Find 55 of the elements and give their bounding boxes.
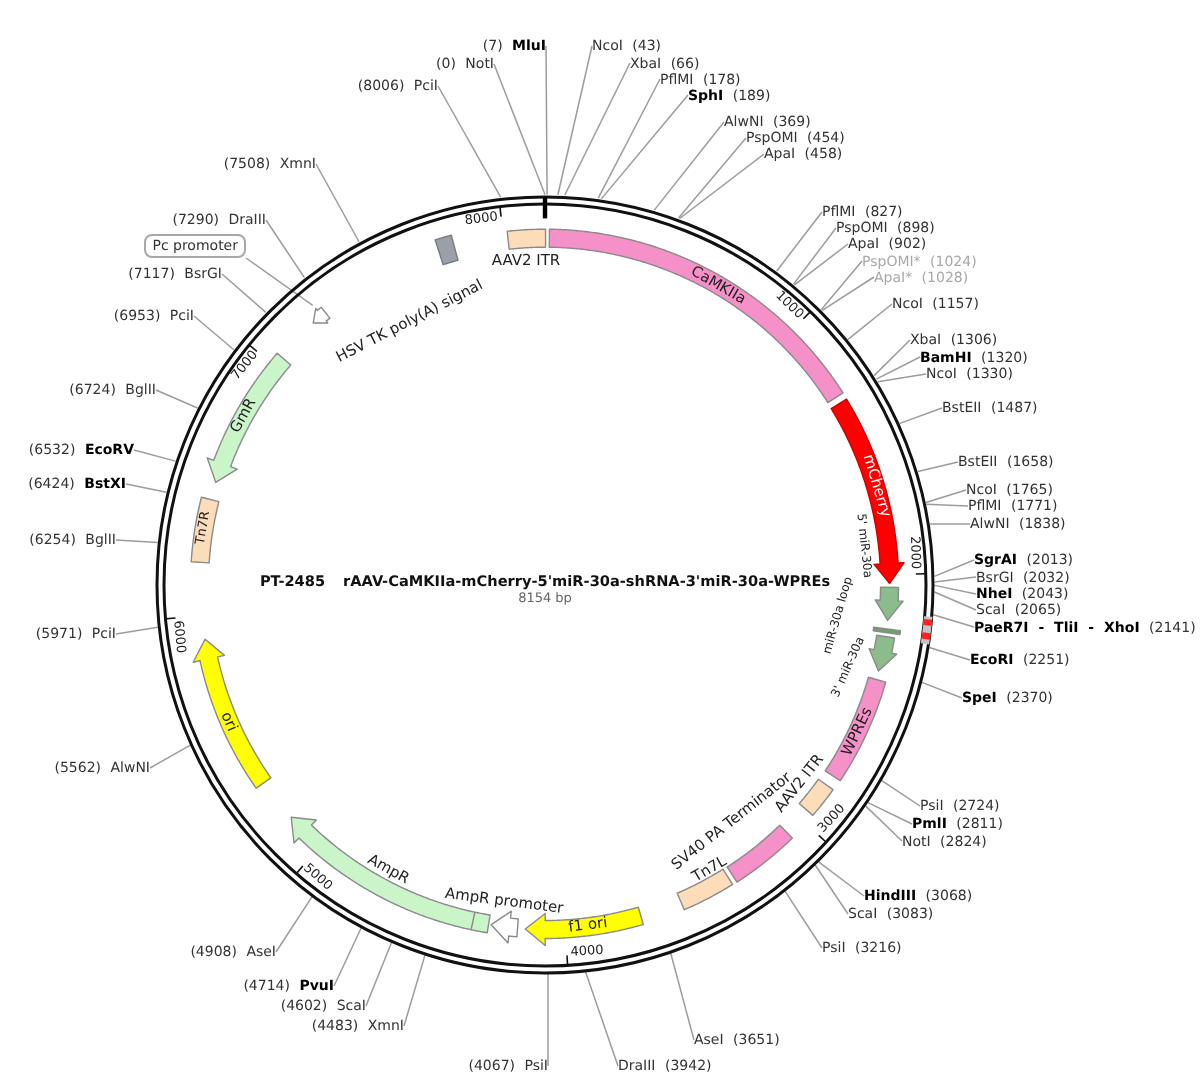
leader-line	[928, 646, 971, 661]
leader-line	[880, 779, 921, 807]
leader-line	[221, 273, 267, 314]
leader-line	[547, 972, 549, 1067]
leader-line	[784, 890, 823, 949]
leader-line	[493, 63, 546, 196]
leader-line	[917, 461, 959, 473]
leader-line	[933, 584, 977, 595]
leader-line	[557, 45, 593, 196]
leader-line	[678, 153, 765, 220]
leader-line	[814, 863, 849, 915]
leader-line	[245, 257, 314, 307]
leader-line	[899, 407, 943, 425]
leader-line	[265, 219, 306, 279]
leader-line	[932, 614, 975, 628]
leader-line	[820, 260, 863, 311]
leader-line	[115, 539, 159, 544]
leader-line	[115, 626, 159, 635]
leader-line	[600, 94, 689, 200]
leader-line	[817, 860, 865, 897]
leader-line	[149, 744, 192, 769]
leader-line	[933, 559, 975, 578]
leader-line	[125, 483, 168, 494]
leader-line	[365, 941, 393, 1007]
leader-line	[584, 970, 619, 1067]
leader-line	[333, 926, 363, 987]
leader-line	[677, 137, 747, 219]
leader-line	[793, 243, 849, 286]
leader-line	[925, 489, 967, 504]
leader-line	[437, 85, 502, 198]
leader-line	[875, 356, 921, 380]
leader-line	[921, 681, 963, 699]
leader-line	[929, 523, 971, 525]
leader-line	[545, 45, 548, 196]
leader-line	[877, 373, 927, 383]
leader-line	[821, 276, 875, 312]
leader-line	[133, 449, 177, 462]
leader-line	[275, 895, 314, 953]
leader-line	[776, 211, 823, 272]
leader-line	[155, 389, 199, 409]
leader-line	[866, 801, 913, 825]
leader-line	[864, 804, 903, 842]
leader-line	[933, 591, 977, 611]
leader-line	[925, 503, 969, 507]
leader-line	[597, 78, 661, 199]
leader-line	[315, 163, 360, 243]
leader-line	[193, 315, 235, 351]
leader-line	[564, 62, 631, 196]
leader-line	[933, 576, 977, 583]
leader-line	[792, 227, 837, 285]
leader-line	[653, 121, 725, 211]
leader-line	[873, 339, 911, 377]
leader-line	[669, 951, 695, 1041]
leader-line	[403, 953, 426, 1027]
leader-line	[847, 303, 893, 341]
